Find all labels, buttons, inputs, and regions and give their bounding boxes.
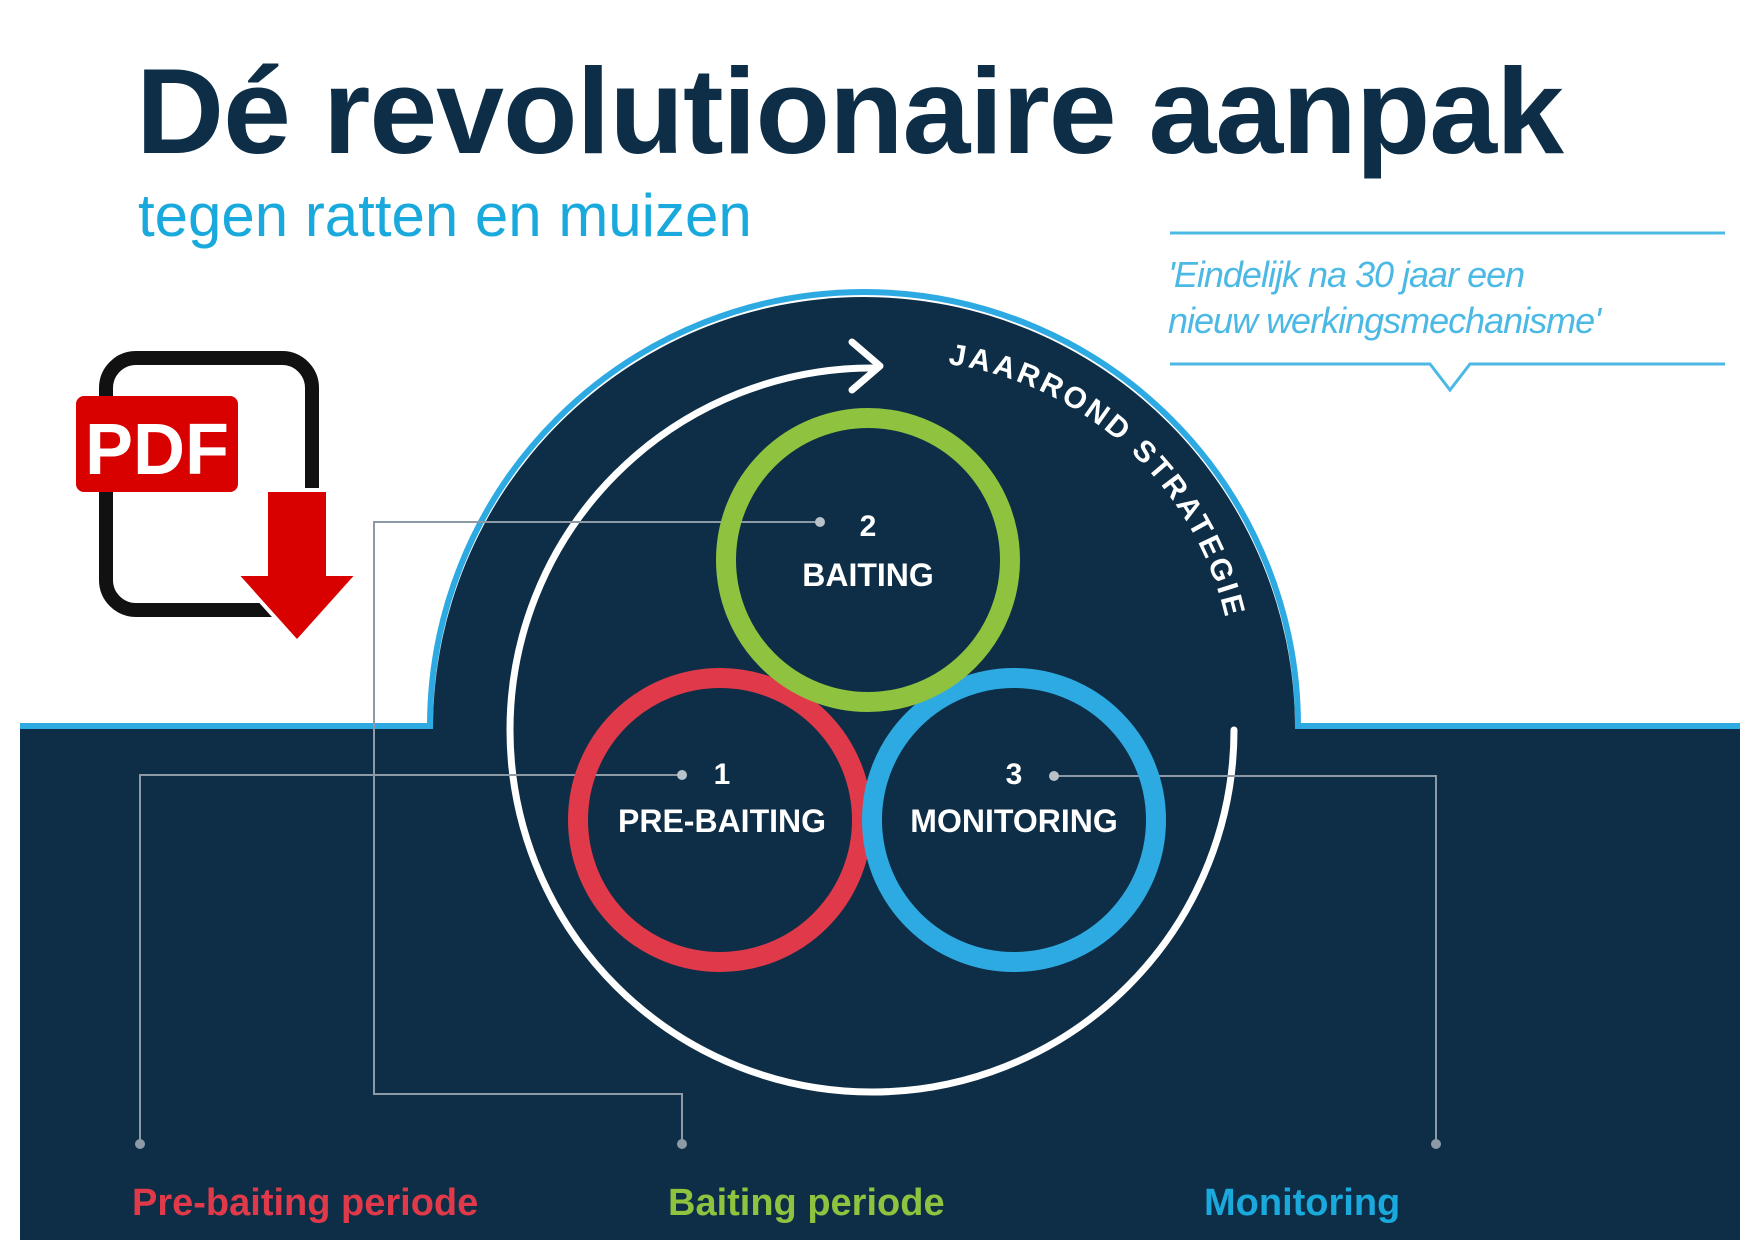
quote-line-1: 'Eindelijk na 30 jaar een (1168, 254, 1525, 295)
arrow-right-icon (848, 338, 884, 394)
pdf-label: PDF (85, 410, 229, 490)
step-2-label: BAITING (802, 557, 934, 593)
step-2-number: 2 (860, 510, 877, 543)
section-title-pre-baiting: Pre-baiting periode (132, 1182, 479, 1224)
cycle-ring (506, 338, 1238, 1096)
section-title-baiting: Baiting periode (668, 1182, 945, 1224)
step-3-number: 3 (1006, 758, 1023, 791)
download-arrow-icon (231, 488, 363, 645)
circle-baiting (716, 408, 1020, 712)
step-3-label: MONITORING (910, 803, 1117, 839)
step-1-number: 1 (714, 758, 731, 791)
pdf-download-icon[interactable]: PDF (76, 351, 363, 645)
step-1-label: PRE-BAITING (618, 803, 826, 839)
step-circles (568, 408, 1166, 972)
quote-block: 'Eindelijk na 30 jaar een nieuw werkings… (1168, 252, 1728, 344)
connector-lines (135, 517, 1441, 1149)
section-title-monitoring: Monitoring (1204, 1182, 1401, 1224)
quote-frame (1170, 231, 1725, 393)
page-subtitle: tegen ratten en muizen (138, 182, 752, 249)
page-title: Dé revolutionaire aanpak (136, 43, 1564, 179)
circle-monitoring (862, 668, 1166, 972)
quote-line-2: nieuw werkingsmechanisme' (1168, 300, 1601, 341)
